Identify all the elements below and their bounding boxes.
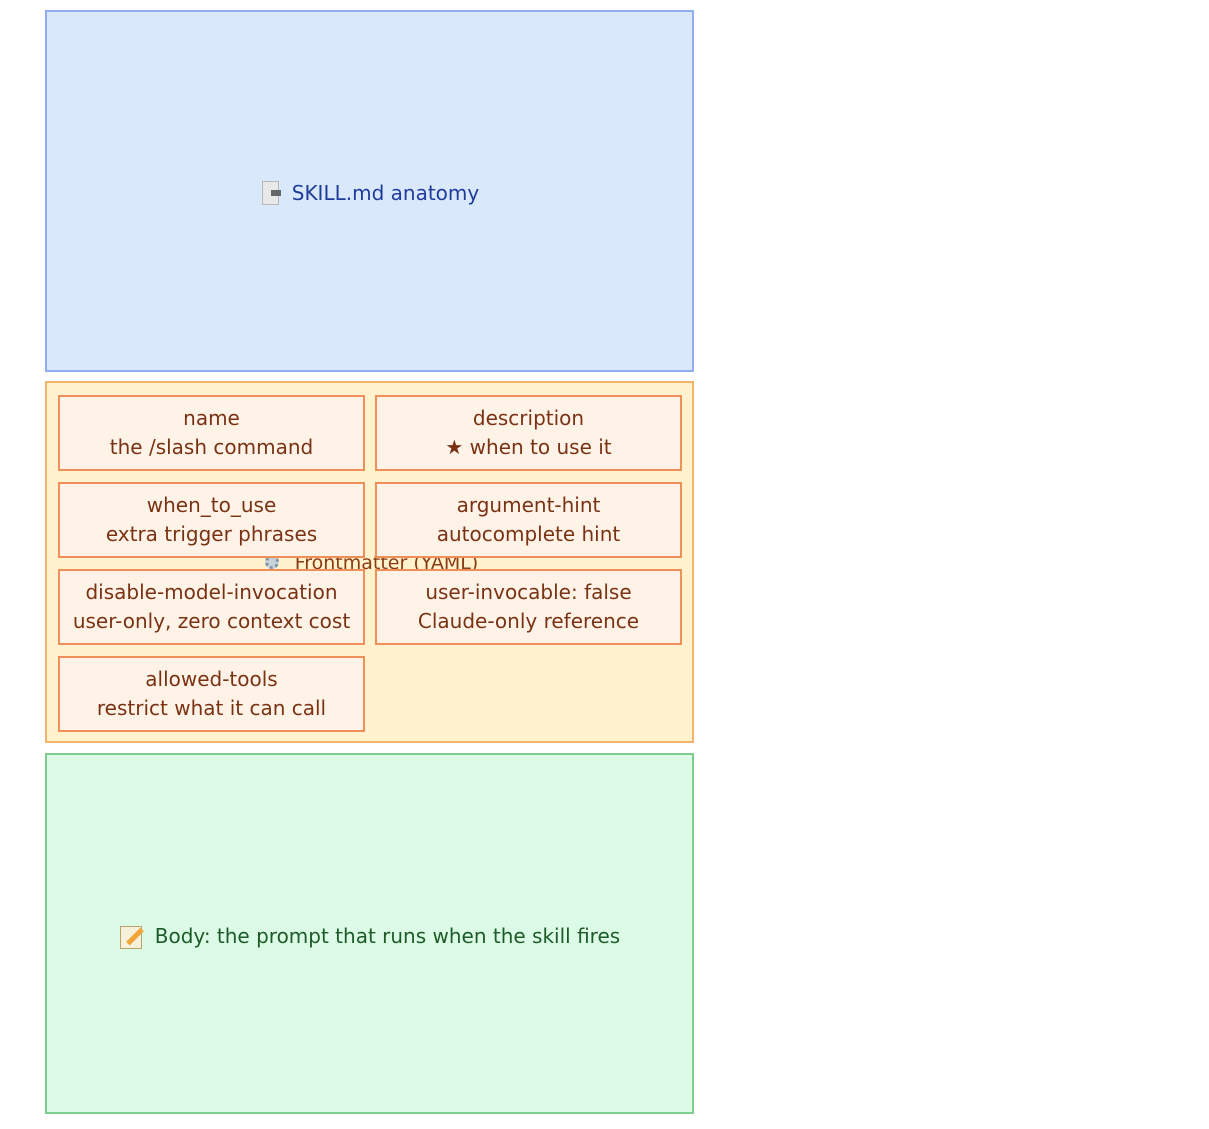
field-user-invocable: user-invocable: false Claude-only refere…	[375, 569, 682, 645]
body-label: Body: the prompt that runs when the skil…	[47, 923, 692, 949]
skill-md-title: SKILL.md anatomy	[47, 180, 692, 206]
body-label-text: Body: the prompt that runs when the skil…	[154, 924, 621, 948]
field-desc: user-only, zero context cost	[72, 609, 351, 633]
field-key: description	[472, 406, 585, 430]
field-key: disable-model-invocation	[85, 580, 338, 604]
field-key: argument-hint	[456, 493, 601, 517]
field-desc: extra trigger phrases	[105, 522, 318, 546]
skill-md-title-text: SKILL.md anatomy	[291, 181, 480, 205]
field-key: user-invocable: false	[425, 580, 632, 604]
field-disable-model-invocation: disable-model-invocation user-only, zero…	[58, 569, 365, 645]
document-icon	[260, 180, 282, 206]
field-description: description ★ when to use it	[375, 395, 682, 471]
field-name: name the /slash command	[58, 395, 365, 471]
field-argument-hint: argument-hint autocomplete hint	[375, 482, 682, 558]
field-key: name	[183, 406, 240, 430]
field-when-to-use: when_to_use extra trigger phrases	[58, 482, 365, 558]
field-key: when_to_use	[146, 493, 277, 517]
body-panel: Body: the prompt that runs when the skil…	[45, 753, 694, 1114]
field-desc: the /slash command	[109, 435, 314, 459]
field-desc: restrict what it can call	[96, 696, 327, 720]
field-desc: autocomplete hint	[436, 522, 621, 546]
skill-md-title-panel: SKILL.md anatomy	[45, 10, 694, 372]
field-desc: Claude-only reference	[417, 609, 640, 633]
memo-icon	[119, 923, 145, 949]
frontmatter-panel: Frontmatter (YAML) name the /slash comma…	[45, 381, 694, 743]
field-key: allowed-tools	[145, 667, 278, 691]
field-allowed-tools: allowed-tools restrict what it can call	[58, 656, 365, 732]
field-desc: ★ when to use it	[445, 435, 612, 459]
